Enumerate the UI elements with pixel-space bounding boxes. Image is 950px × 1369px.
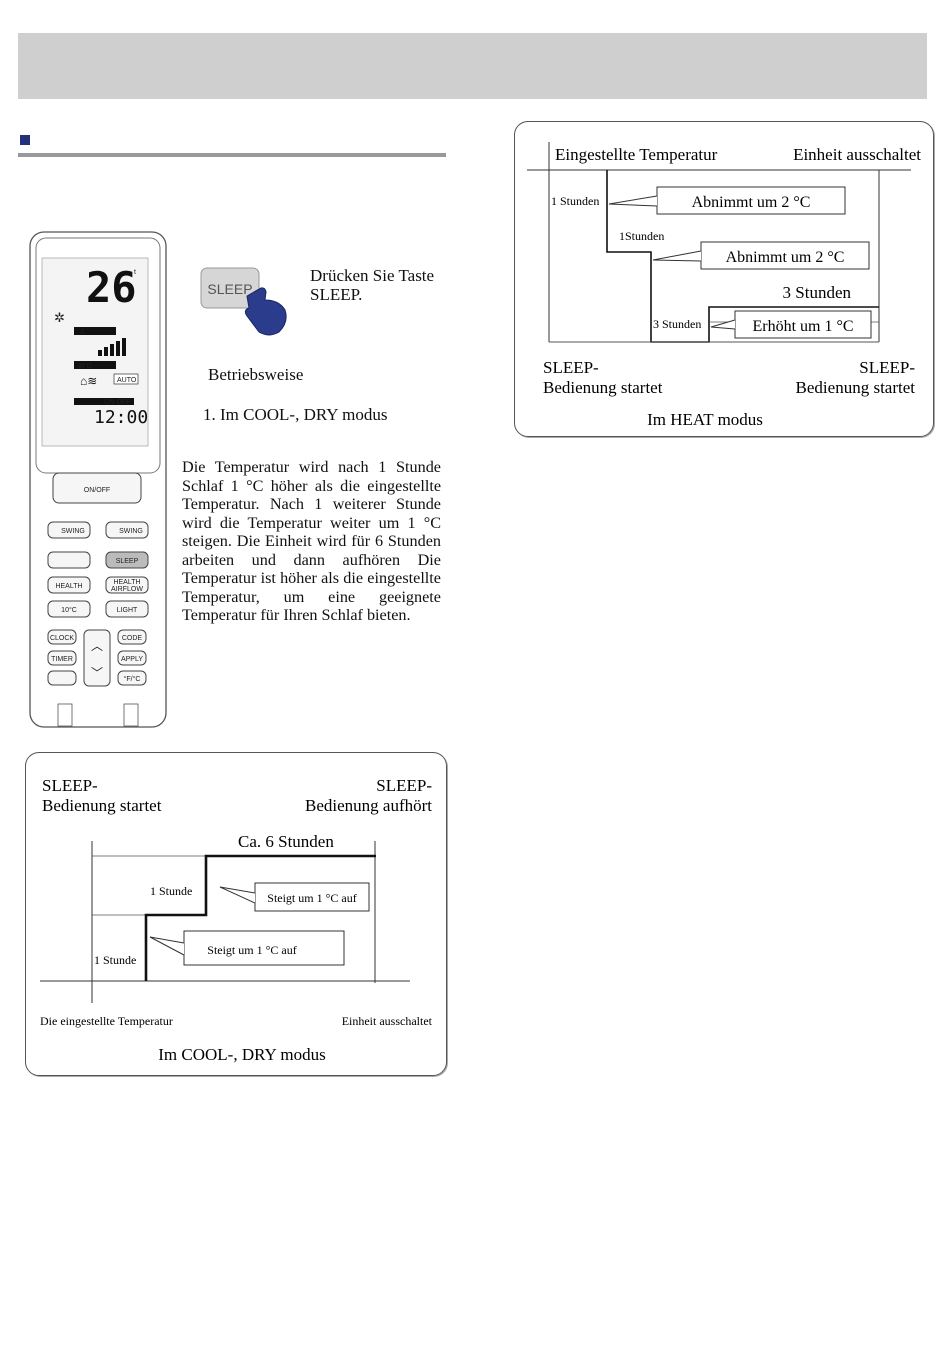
chevron-down-icon: ﹀ xyxy=(91,666,103,680)
mode-section-item: 1. Im COOL-, DRY modus xyxy=(203,405,388,424)
svg-text:TIMER: TIMER xyxy=(51,656,73,663)
swing-left-button[interactable] xyxy=(47,521,91,539)
cool-start-label-2: Bedienung startet xyxy=(42,796,162,815)
heat-end-label-2: Bedienung startet xyxy=(796,378,916,397)
on-off-button[interactable] xyxy=(52,472,142,504)
section-rule xyxy=(18,153,446,157)
heat-caption: Im HEAT modus xyxy=(647,410,763,429)
auto-label: AUTO xyxy=(117,377,137,384)
signal-bars-icon xyxy=(98,338,126,356)
mode-badge: A xyxy=(80,329,85,336)
section-marker xyxy=(20,135,30,145)
heat-time-3-top: 3 Stunden xyxy=(783,283,852,302)
svg-text:LIGHT: LIGHT xyxy=(117,607,138,614)
heat-end-label-1: SLEEP- xyxy=(859,358,915,377)
svg-text:10°C: 10°C xyxy=(61,606,77,614)
display-temperature: 26 xyxy=(86,263,137,312)
svg-text:CLOCK: CLOCK xyxy=(50,635,74,642)
cool-step-upper-time: 1 Stunde xyxy=(150,884,192,898)
svg-text:SLEEP: SLEEP xyxy=(116,558,139,565)
svg-text:HEALTH: HEALTH xyxy=(113,579,140,586)
heat-chart: Eingestellte Temperatur Einheit ausschal… xyxy=(527,142,921,429)
cool-caption: Im COOL-, DRY modus xyxy=(158,1045,326,1064)
heat-callout-3: Erhöht um 1 °C xyxy=(752,318,853,335)
wind-badge: W G xyxy=(78,363,92,370)
swing-right-button[interactable] xyxy=(105,521,149,539)
cool-callout-lower: Steigt um 1 °C auf xyxy=(207,943,296,957)
sleep-button-label: SLEEP xyxy=(207,281,252,297)
mode-badge-bg xyxy=(74,327,116,335)
display-clock: 12:00 xyxy=(94,407,148,428)
display-unit: t xyxy=(134,269,136,276)
svg-text:SWING: SWING xyxy=(61,528,85,535)
cool-start-label-1: SLEEP- xyxy=(42,776,98,795)
heat-unit-off-label: Einheit ausschaltet xyxy=(793,145,921,164)
cool-step-lower-time: 1 Stunde xyxy=(94,953,136,967)
cool-dry-chart: SLEEP- Bedienung startet SLEEP- Bedienun… xyxy=(40,776,433,1064)
heat-time-3: 3 Stunden xyxy=(653,317,701,331)
mode-section-label: Betriebsweise xyxy=(208,365,304,384)
svg-text:ON/OFF: ON/OFF xyxy=(84,487,110,494)
cool-callout-upper: Steigt um 1 °C auf xyxy=(267,891,356,905)
cool-end-label-1: SLEEP- xyxy=(376,776,432,795)
code-button[interactable] xyxy=(117,629,147,645)
ten-degree-button[interactable] xyxy=(47,600,91,618)
heat-start-label-1: SLEEP- xyxy=(543,358,599,377)
fan-icon: ⌂≋ xyxy=(80,374,97,388)
timer-header: ON OFF xyxy=(104,399,130,406)
cool-end-label-2: Bedienung aufhört xyxy=(305,796,432,815)
heat-callout-1: Abnimmt um 2 °C xyxy=(692,194,811,211)
health-button[interactable] xyxy=(47,576,91,594)
svg-text:°F/°C: °F/°C xyxy=(124,675,141,683)
chevron-up-icon: ︿ xyxy=(91,639,103,653)
light-button[interactable] xyxy=(105,600,149,618)
heat-callout-2: Abnimmt um 2 °C xyxy=(726,249,845,266)
cool-unit-off-label: Einheit ausschaltet xyxy=(342,1014,433,1028)
oval-button[interactable] xyxy=(47,670,77,686)
unit-toggle-button[interactable] xyxy=(117,670,147,686)
description-paragraph: Die Temperatur wird nach 1 Stunde Schlaf… xyxy=(182,458,441,624)
svg-text:AIRFLOW: AIRFLOW xyxy=(111,586,143,593)
heat-time-1: 1 Stunden xyxy=(551,194,599,208)
snowflake-icon: ✲ xyxy=(54,310,65,325)
svg-text:CODE: CODE xyxy=(122,635,143,642)
header-band xyxy=(18,33,927,99)
health-airflow-button[interactable] xyxy=(105,576,149,594)
heat-set-temp-label: Eingestellte Temperatur xyxy=(555,145,718,164)
svg-text:APPLY: APPLY xyxy=(121,656,143,663)
cool-set-temp-label: Die eingestellte Temperatur xyxy=(40,1014,173,1028)
apply-button[interactable] xyxy=(117,650,147,666)
svg-text:SWING: SWING xyxy=(119,528,143,535)
temp-up-down-button[interactable] xyxy=(83,629,111,687)
heat-start-label-2: Bedienung startet xyxy=(543,378,663,397)
cool-dry-chart-frame: SLEEP- Bedienung startet SLEEP- Bedienun… xyxy=(25,752,447,1076)
heat-chart-frame: Eingestellte Temperatur Einheit ausschal… xyxy=(514,121,934,437)
clock-button[interactable] xyxy=(47,629,77,645)
hand-pointer-icon xyxy=(244,287,287,336)
instruction-line-1: Drücken Sie Taste xyxy=(310,266,435,285)
timer-button[interactable] xyxy=(47,650,77,666)
svg-text:HEALTH: HEALTH xyxy=(55,583,82,590)
instruction-line-2: SLEEP. xyxy=(310,285,363,304)
instruction-text: Drücken Sie Taste SLEEP. xyxy=(310,266,434,304)
heat-time-2: 1Stunden xyxy=(619,229,664,243)
sleep-button-illustration: SLEEP xyxy=(200,267,287,336)
blank-button[interactable] xyxy=(47,551,91,569)
cool-duration-label: Ca. 6 Stunden xyxy=(238,832,334,851)
remote-control-illustration: 26 t ✲ A W G ⌂≋ AUTO ON OFF 12:00 ON/OFF… xyxy=(29,231,167,728)
remote-sleep-button[interactable] xyxy=(105,551,149,569)
